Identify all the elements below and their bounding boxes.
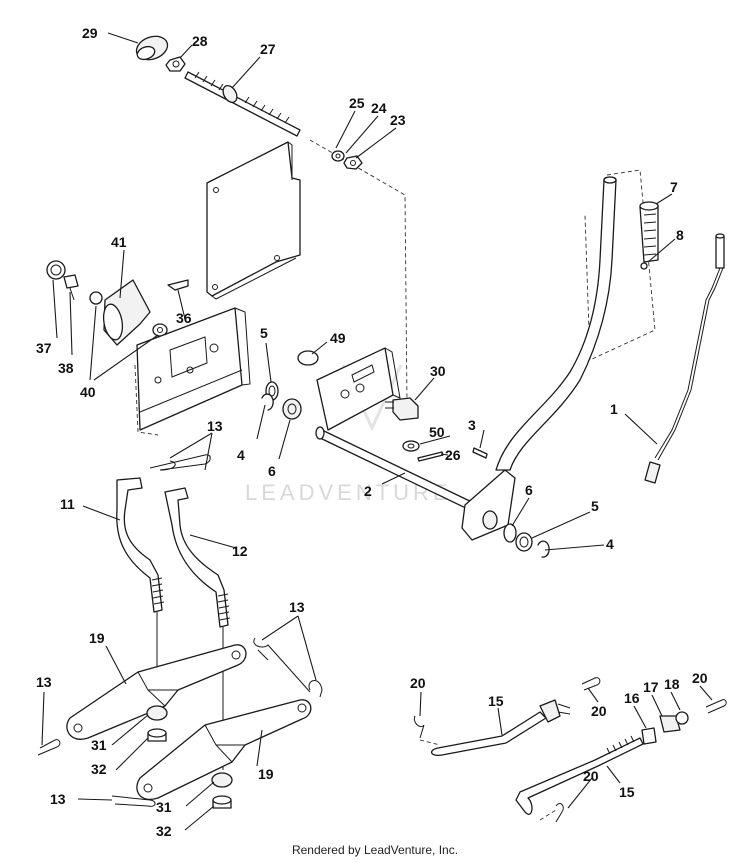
callout-49: 49 — [330, 330, 346, 346]
part-lift-handle — [461, 176, 617, 558]
part-pivot — [385, 397, 419, 421]
callout-labels: 29 28 27 25 24 23 7 8 41 36 37 38 40 5 4… — [36, 25, 708, 839]
part-mount-plate — [136, 307, 251, 431]
callout-41: 41 — [111, 234, 127, 250]
callout-11: 11 — [60, 496, 75, 512]
part-lift-arm-upper — [66, 644, 247, 740]
part-small-pins — [402, 440, 488, 462]
part-threaded-rod — [184, 71, 301, 137]
callout-4-right: 4 — [606, 536, 614, 552]
callout-27: 27 — [260, 41, 276, 57]
callout-31-lower: 31 — [156, 799, 172, 815]
callout-12: 12 — [232, 543, 248, 559]
callout-16: 16 — [624, 690, 640, 706]
callout-19-lower: 19 — [258, 766, 274, 782]
callout-13-bottom: 13 — [50, 791, 66, 807]
part-bushings-left — [261, 381, 302, 420]
callout-8: 8 — [676, 227, 684, 243]
callout-37: 37 — [36, 340, 52, 356]
callout-31-upper: 31 — [91, 737, 107, 753]
callout-26: 26 — [445, 447, 461, 463]
part-grip — [639, 201, 659, 270]
callout-13-left: 13 — [36, 674, 52, 690]
part-lift-arm-lower — [136, 699, 312, 801]
callout-20-mid: 20 — [591, 703, 607, 719]
part-adjust-nuts — [146, 705, 233, 809]
callout-2: 2 — [364, 483, 372, 499]
callout-20-right: 20 — [692, 670, 708, 686]
callout-32-upper: 32 — [91, 761, 107, 777]
callout-5-left: 5 — [260, 325, 268, 341]
callout-38: 38 — [58, 360, 74, 376]
callout-3: 3 — [468, 417, 476, 433]
callout-18: 18 — [664, 676, 680, 692]
part-hairpin-clips — [37, 454, 323, 807]
part-nut — [165, 56, 186, 72]
footer-credit: Rendered by LeadVenture, Inc. — [291, 843, 459, 857]
callout-15-upper: 15 — [488, 693, 504, 709]
watermark-text: LEADVENTURE — [245, 480, 452, 505]
callout-7: 7 — [670, 179, 678, 195]
part-linkage-rods — [413, 677, 727, 823]
callout-29: 29 — [82, 25, 98, 41]
callout-20-bottom: 20 — [583, 768, 599, 784]
callout-6-left: 6 — [268, 463, 276, 479]
callout-1: 1 — [610, 401, 618, 417]
callout-13-top: 13 — [207, 418, 223, 434]
part-lever-plate — [167, 141, 301, 300]
part-cable-rod — [644, 233, 725, 484]
callout-5-right: 5 — [591, 498, 599, 514]
part-knob — [135, 35, 169, 61]
callout-40: 40 — [80, 384, 96, 400]
callout-19-upper: 19 — [89, 630, 105, 646]
callout-25: 25 — [349, 95, 365, 111]
callout-6-right: 6 — [525, 482, 533, 498]
callout-50: 50 — [429, 424, 445, 440]
part-bracket-knob — [46, 260, 168, 346]
callout-20-left: 20 — [410, 675, 426, 691]
leader-lines — [41, 32, 713, 831]
part-washers-top — [331, 150, 363, 170]
part-axle-bracket — [315, 347, 479, 513]
callout-36: 36 — [176, 310, 192, 326]
callout-4-left: 4 — [237, 447, 245, 463]
callout-15-lower: 15 — [619, 784, 635, 800]
part-washer — [297, 350, 319, 366]
callout-30: 30 — [430, 363, 446, 379]
callout-23: 23 — [390, 112, 406, 128]
callout-17: 17 — [643, 679, 659, 695]
callout-28: 28 — [192, 33, 208, 49]
callout-32-lower: 32 — [156, 823, 172, 839]
callout-24: 24 — [371, 100, 387, 116]
callout-13-mid: 13 — [289, 599, 305, 615]
